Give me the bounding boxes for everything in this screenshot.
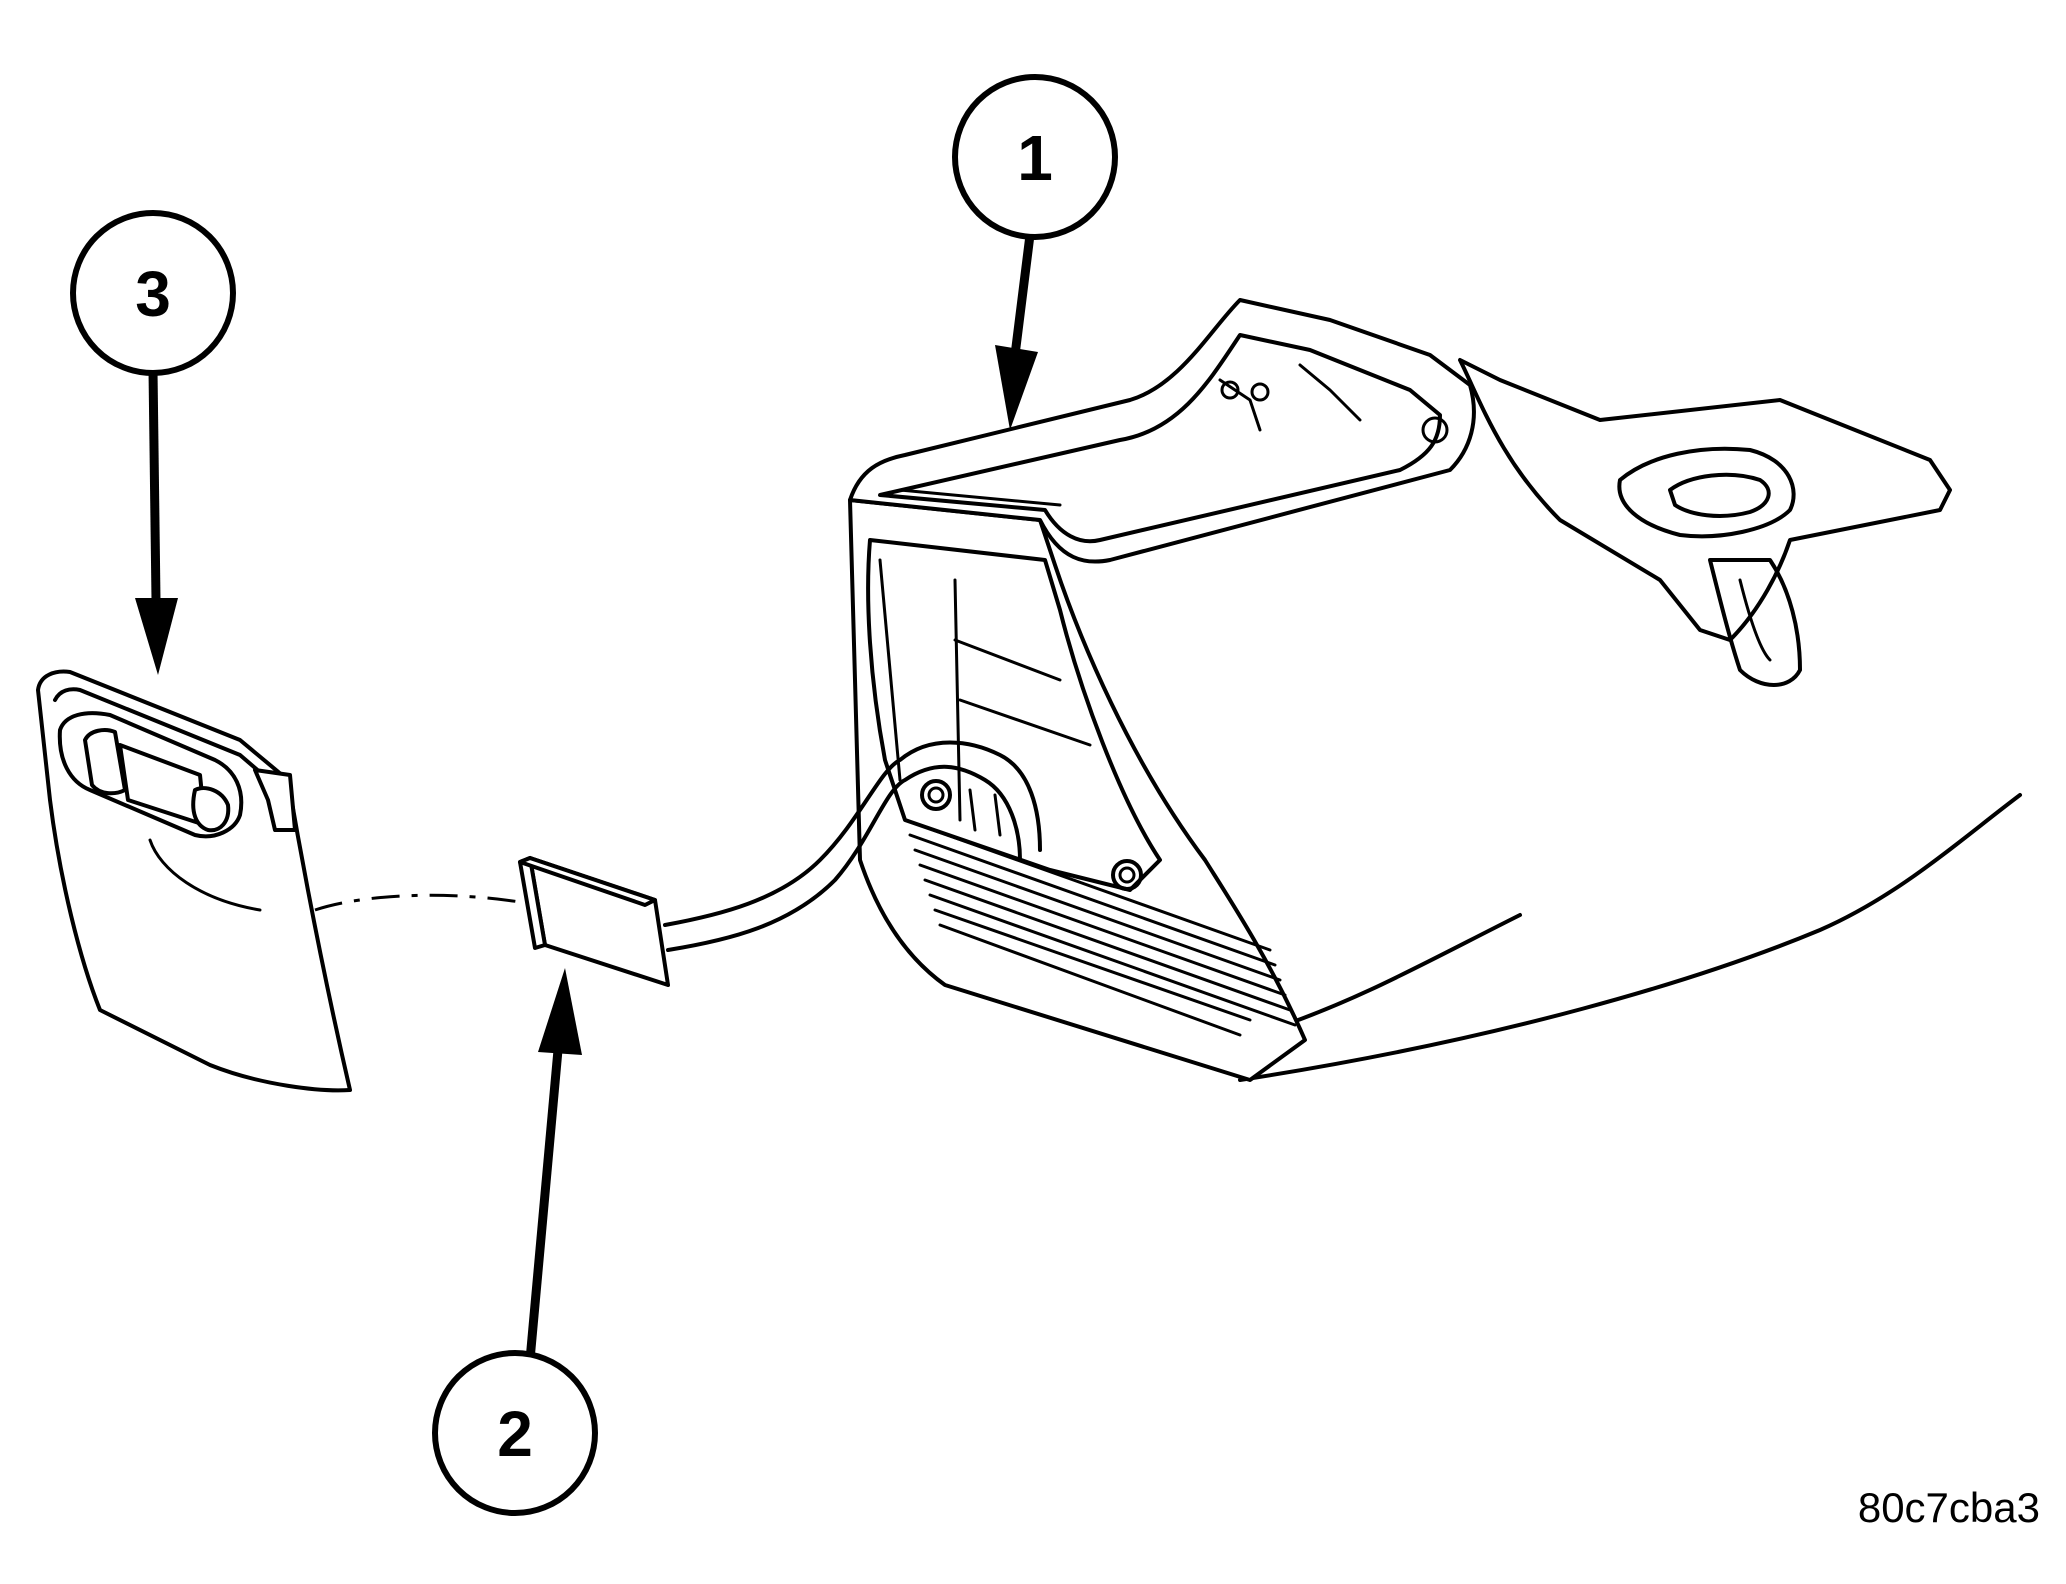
leader-lines bbox=[135, 234, 1038, 1361]
leader-line-3 bbox=[148, 369, 161, 601]
power-outlet-bezel bbox=[36, 669, 352, 1093]
callout-1-label: 1 bbox=[1017, 122, 1053, 194]
wire-harness bbox=[663, 740, 1042, 952]
callout-1: 1 bbox=[952, 74, 1118, 240]
callout-3-label: 3 bbox=[135, 258, 171, 330]
center-console bbox=[848, 298, 2022, 1082]
arrowhead-3 bbox=[135, 598, 178, 675]
figure-code: 80c7cba3 bbox=[1857, 1484, 2040, 1531]
callout-3: 3 bbox=[70, 210, 236, 376]
arrowhead-1 bbox=[995, 345, 1038, 430]
connection-path bbox=[314, 893, 521, 912]
callout-2: 2 bbox=[432, 1350, 598, 1516]
leader-line-1 bbox=[1010, 234, 1035, 356]
arrowhead-2 bbox=[538, 968, 582, 1055]
electrical-connector bbox=[518, 856, 670, 987]
callout-2-label: 2 bbox=[497, 1398, 533, 1470]
leader-line-2 bbox=[525, 1049, 563, 1361]
